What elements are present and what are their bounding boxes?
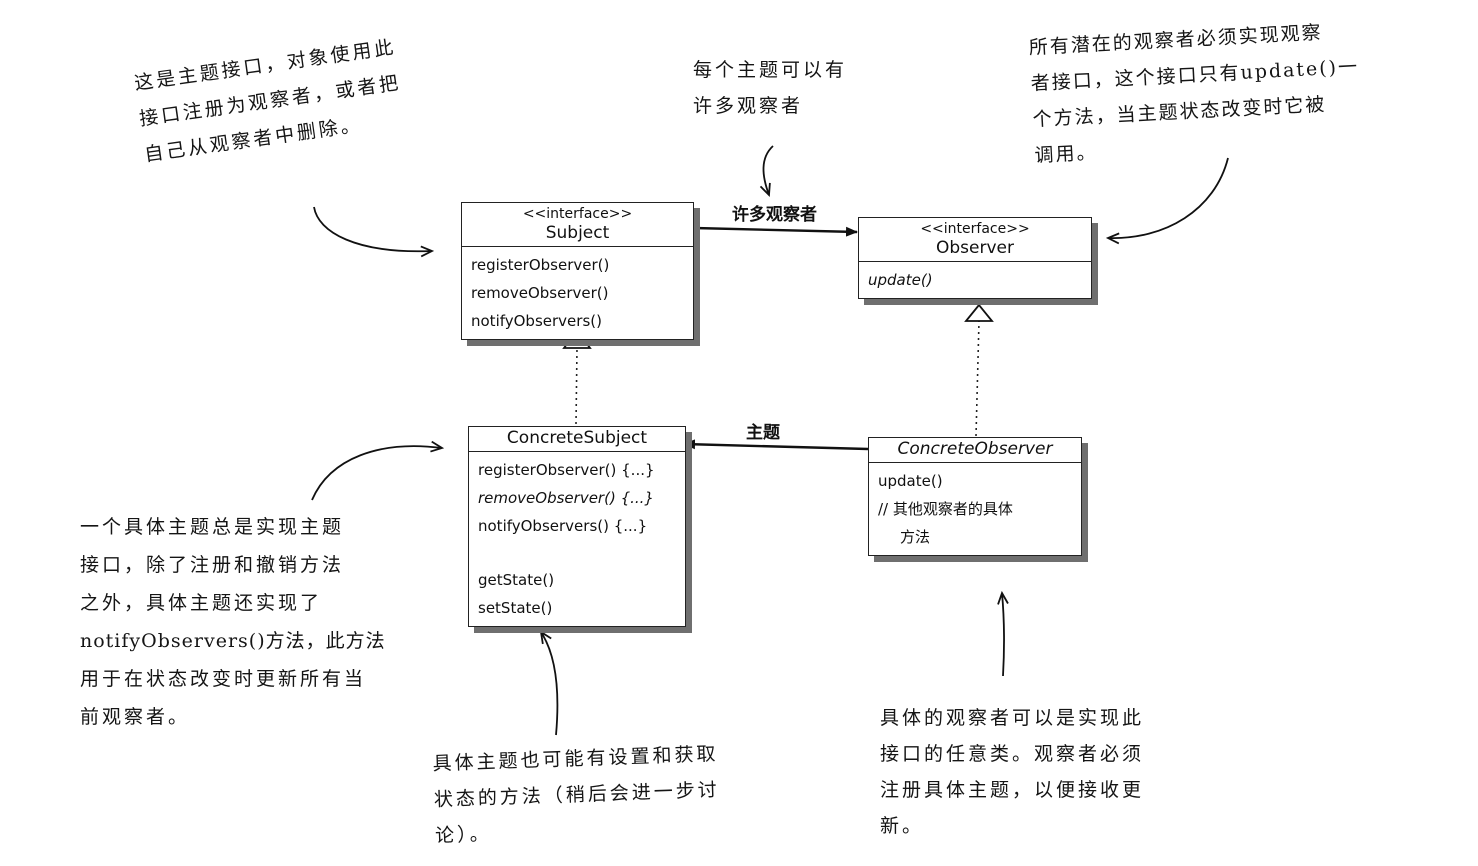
concrete-observer-comment: 方法: [900, 528, 931, 546]
subject-method: notifyObservers(): [471, 312, 602, 330]
concrete-observer-box: ConcreteObserver update() // 其他观察者的具体 方法: [868, 437, 1082, 556]
observer-header: <<interface>> Observer: [859, 218, 1091, 262]
observer-interface-box: <<interface>> Observer update(): [858, 217, 1092, 299]
concrete-subject-box: ConcreteSubject registerObserver() {...}…: [468, 426, 686, 627]
concrete-observer-comment: // 其他观察者的具体: [878, 500, 1013, 518]
concrete-observer-realization-line: [975, 320, 980, 437]
note-many-observers-pointer: [763, 145, 774, 195]
note-concrete-observer: 具体的观察者可以是实现此 接口的任意类。观察者必须 注册具体主题，以便接收更 新…: [880, 707, 1145, 837]
subject-to-observer-association: [693, 226, 858, 237]
subject-interface-box: <<interface>> Subject registerObserver()…: [461, 202, 694, 340]
concrete-subject-state-method: setState(): [478, 599, 553, 617]
subject-header: <<interface>> Subject: [462, 203, 693, 247]
concrete-observer-name: ConcreteObserver: [897, 439, 1053, 459]
concrete-subject-header: ConcreteSubject: [469, 427, 685, 452]
association-label-subject: 主题: [746, 423, 780, 443]
concrete-subject-state-method: getState(): [478, 571, 555, 589]
observer-methods: update(): [859, 262, 1091, 298]
concrete-observer-header: ConcreteObserver: [869, 438, 1081, 463]
concrete-observer-method: update(): [878, 472, 943, 490]
observer-stereotype: <<interface>>: [920, 221, 1030, 237]
note-many-observers: 每个主题可以有 许多观察者: [693, 59, 848, 117]
observer-to-subject-association: [683, 439, 869, 451]
note-concrete-observer-pointer: [1002, 593, 1004, 677]
observer-name: Observer: [936, 238, 1014, 258]
concrete-subject-method: registerObserver() {...}: [478, 461, 655, 479]
note-subject-pointer: [313, 206, 432, 251]
association-label-many-observers: 许多观察者: [732, 205, 817, 225]
observer-method: update(): [868, 271, 933, 289]
note-concrete-subject-pointer: [311, 446, 442, 501]
note-observer-pointer: [1108, 157, 1229, 238]
subject-method: registerObserver(): [471, 256, 610, 274]
concrete-subject-methods: registerObserver() {...} removeObserver(…: [469, 452, 685, 626]
note-state-methods: 具体主题也可能有设置和获取 状态的方法（稍后会进一步讨 论）。: [432, 743, 721, 847]
subject-stereotype: <<interface>>: [522, 206, 633, 222]
note-concrete-subject: 一个具体主题总是实现主题 接口，除了注册和撤销方法 之外，具体主题还实现了 no…: [80, 516, 386, 728]
concrete-observer-methods: update() // 其他观察者的具体 方法: [869, 463, 1081, 555]
subject-method: removeObserver(): [471, 284, 609, 302]
subject-name: Subject: [545, 223, 610, 243]
concrete-subject-realization-line: [575, 347, 578, 425]
note-state-methods-pointer: [541, 632, 559, 736]
concrete-subject-method: notifyObservers() {...}: [478, 517, 648, 535]
concrete-observer-realization-triangle: [964, 303, 994, 322]
concrete-subject-method: removeObserver() {...}: [478, 489, 654, 507]
note-observer-interface: 所有潜在的观察者必须实现观察 者接口，这个接口只有update()一 个方法，当…: [1028, 21, 1360, 167]
concrete-subject-name: ConcreteSubject: [506, 428, 648, 448]
subject-methods: registerObserver() removeObserver() noti…: [462, 247, 693, 339]
